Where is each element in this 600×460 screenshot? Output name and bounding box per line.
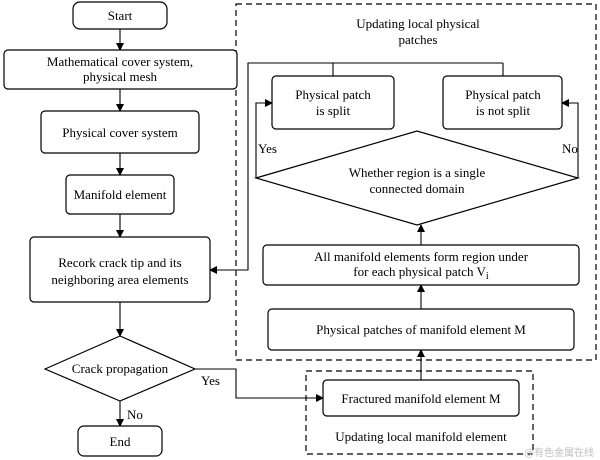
- node-math-cover-line2: physical mesh: [83, 69, 158, 84]
- node-patch-split-line2: is split: [316, 103, 351, 118]
- group-updating-element-box: [305, 370, 534, 455]
- node-manifold-element-label: Manifold element: [74, 187, 167, 202]
- node-physical-cover-label: Physical cover system: [62, 125, 178, 140]
- edge-label-yes-split: Yes: [258, 141, 277, 156]
- node-physical-patches-m-label: Physical patches of manifold element M: [316, 322, 526, 337]
- node-end-label: End: [110, 434, 131, 449]
- node-region-subscript: i: [486, 271, 489, 282]
- node-start: Start: [72, 1, 168, 30]
- node-manifold-element: Manifold element: [65, 174, 175, 215]
- node-crack-propagation-label: Crack propagation: [72, 361, 169, 376]
- edge-whether-no-to-notsplit: [561, 99, 579, 178]
- node-region-line2-text: for each physical patch V: [353, 264, 486, 279]
- edge-whether-yes-to-split: [255, 99, 273, 178]
- node-recork-line1: Recork crack tip and its: [58, 255, 181, 270]
- node-patch-not-split-line1: Physical patch: [465, 87, 541, 102]
- node-fractured-element-label: Fractured manifold element M: [341, 391, 501, 406]
- edge-label-no-split: No: [562, 141, 578, 156]
- edge-crack-yes-to-fractured: [195, 368, 324, 402]
- node-physical-patches-m: Physical patches of manifold element M: [267, 308, 575, 351]
- node-recork: Recork crack tip and its neighboring are…: [29, 236, 211, 303]
- node-end: End: [77, 425, 163, 457]
- node-whether-single-line1: Whether region is a single: [349, 165, 486, 180]
- node-start-label: Start: [108, 8, 133, 23]
- node-math-cover-line1: Mathematical cover system,: [47, 54, 193, 69]
- node-recork-line2: neighboring area elements: [51, 272, 188, 287]
- node-crack-propagation: Crack propagation: [43, 335, 197, 402]
- node-fractured-element: Fractured manifold element M: [322, 379, 520, 417]
- node-patch-split-line1: Physical patch: [295, 87, 371, 102]
- node-region-line2: for each physical patch Vi: [353, 264, 489, 282]
- node-patch-split: Physical patch is split: [271, 75, 395, 130]
- watermark: @有色金属在线: [524, 446, 594, 459]
- node-physical-cover: Physical cover system: [40, 110, 200, 154]
- node-math-cover: Mathematical cover system, physical mesh: [3, 49, 238, 90]
- group-updating-element-label: Updating local manifold element: [335, 429, 507, 444]
- edge-label-no-crack: No: [127, 407, 143, 422]
- group-updating-patches-label-line1: Updating local physical: [356, 16, 480, 31]
- group-updating-patches-box: [235, 3, 597, 361]
- node-patch-not-split: Physical patch is not split: [442, 75, 563, 130]
- node-whether-single-line2: connected domain: [370, 181, 465, 196]
- group-updating-patches-label-line2: patches: [399, 32, 438, 47]
- node-region: All manifold elements form region under …: [262, 244, 580, 286]
- node-whether-single: Whether region is a single connected dom…: [253, 130, 581, 226]
- node-region-line1: All manifold elements form region under: [314, 249, 529, 264]
- node-patch-not-split-line2: is not split: [476, 103, 531, 118]
- edge-label-yes-crack: Yes: [201, 373, 220, 388]
